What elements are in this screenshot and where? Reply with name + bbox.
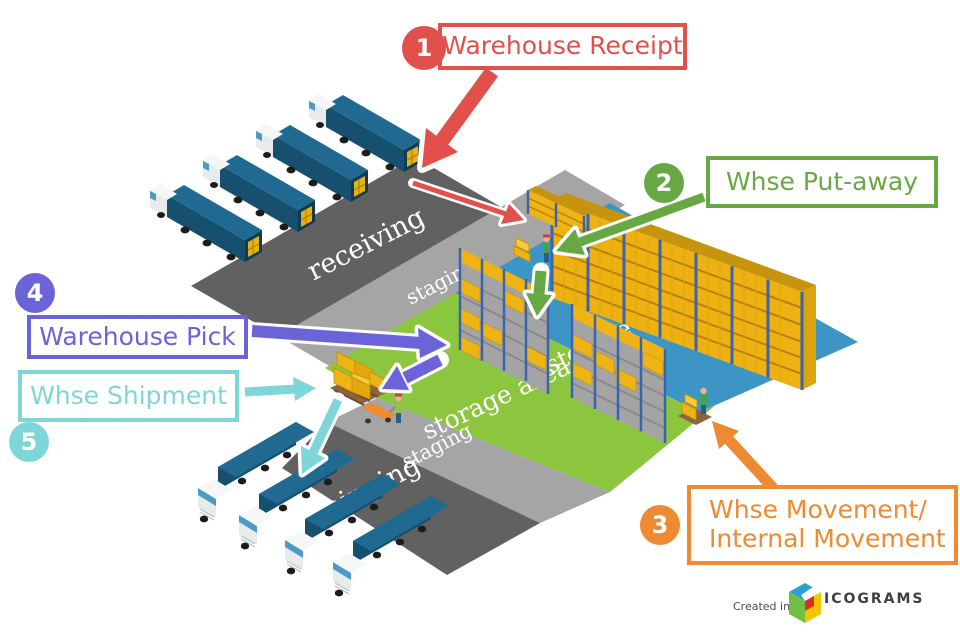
callout-label: Warehouse Receipt: [442, 31, 683, 61]
arrow-movement: [708, 417, 783, 498]
callout-number-3: 3: [640, 505, 680, 545]
callout-label: Whse Put-away: [725, 166, 919, 196]
callout-number-text: 5: [20, 428, 38, 456]
icograms-logo-icon: [789, 583, 821, 623]
callout-number-5: 5: [9, 422, 49, 462]
callout-number-text: 1: [415, 34, 433, 62]
arrow-shipment-1: [237, 373, 320, 405]
pick-pallet-stack: [330, 351, 392, 406]
arrow-putaway-1: [552, 189, 712, 259]
callout-label-line1: Whse Movement/: [709, 495, 927, 525]
floor-staging-upper: [278, 170, 625, 371]
callout-number-2: 2: [644, 163, 684, 203]
credit-prefix: Created in: [733, 600, 791, 613]
callout-whse-movement: Whse Movement/ Internal Movement: [687, 485, 958, 565]
callout-number-4: 4: [15, 273, 55, 313]
callout-warehouse-pick: Warehouse Pick: [27, 315, 248, 359]
callout-number-1: 1: [402, 26, 446, 70]
movement-worker: [678, 387, 712, 425]
arrow-shipment-2: [297, 392, 346, 478]
floor-receiving: [191, 157, 501, 336]
arrow-pick-1: [243, 322, 451, 362]
center-rack-b: [570, 304, 667, 443]
floor-staging-lower: [327, 398, 610, 523]
callout-label: Whse Shipment: [30, 380, 227, 410]
putaway-worker: [513, 234, 550, 263]
callout-label-line2: Internal Movement: [709, 524, 946, 553]
callout-whse-shipment: Whse Shipment: [18, 370, 239, 422]
arrow-putaway-2: [522, 262, 556, 320]
callout-number-text: 3: [651, 511, 669, 539]
callout-warehouse-receipt: Warehouse Receipt: [438, 23, 687, 70]
callout-number-text: 2: [655, 169, 673, 197]
credit-brand: ICOGRAMS: [824, 591, 925, 607]
arrow-pick-2: [378, 351, 449, 394]
arrow-warehouse-receipt: [408, 61, 527, 227]
credit-line: Created in ICOGRAMS: [728, 580, 948, 630]
callout-whse-putaway: Whse Put-away: [706, 156, 938, 208]
callout-number-text: 4: [26, 279, 44, 307]
pallet-rack-wall: [550, 193, 816, 390]
shipment-worker: [362, 393, 402, 424]
callout-label: Warehouse Pick: [39, 321, 236, 351]
